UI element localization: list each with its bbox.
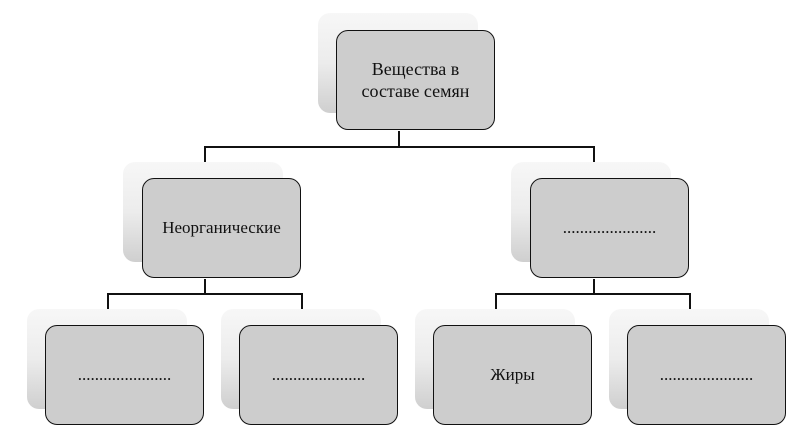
node-root: Вещества в составе семян bbox=[336, 30, 495, 130]
node-inorganic: Неорганические bbox=[142, 178, 301, 278]
connector bbox=[495, 293, 497, 309]
connector bbox=[593, 146, 595, 162]
connector bbox=[107, 293, 109, 309]
connector bbox=[204, 146, 206, 162]
node-inorganic-child-1: ...................... bbox=[45, 325, 204, 425]
connector bbox=[398, 131, 400, 147]
connector bbox=[301, 293, 303, 309]
connector bbox=[495, 293, 690, 295]
connector bbox=[593, 279, 595, 294]
node-fats: Жиры bbox=[433, 325, 592, 425]
connector bbox=[204, 279, 206, 294]
node-organic-child-2: ...................... bbox=[627, 325, 786, 425]
connector bbox=[204, 146, 594, 148]
connector bbox=[107, 293, 302, 295]
connector bbox=[689, 293, 691, 309]
node-inorganic-child-2: ...................... bbox=[239, 325, 398, 425]
node-organic-blank: ...................... bbox=[530, 178, 689, 278]
